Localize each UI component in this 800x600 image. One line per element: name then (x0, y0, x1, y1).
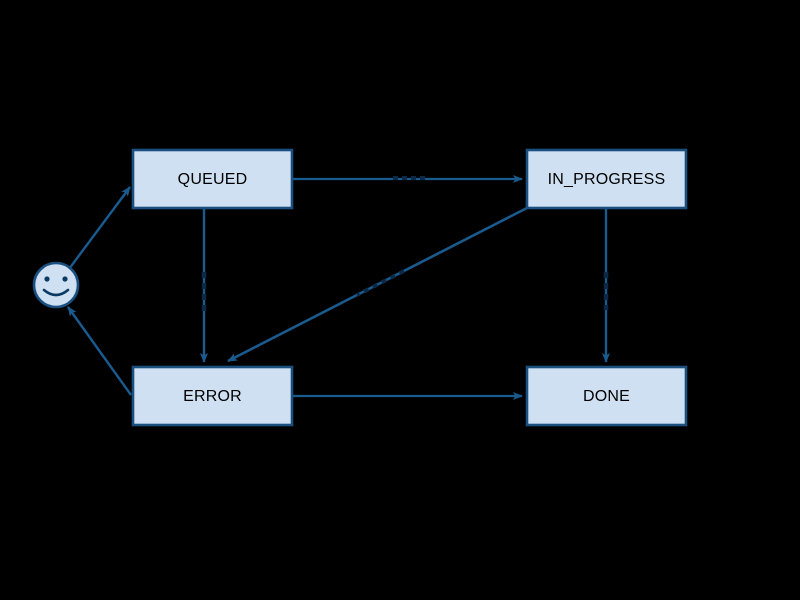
error-box (131, 365, 294, 427)
state-node-error[interactable]: ERROR (131, 365, 294, 427)
edge-queued-to-in-progress (292, 175, 523, 183)
state-node-done[interactable]: DONE (525, 365, 688, 427)
done-label: DONE (583, 388, 630, 405)
state-node-queued[interactable]: QUEUED (131, 148, 294, 210)
queued-label: QUEUED (178, 171, 248, 188)
edge-start-to-queued (68, 186, 131, 270)
in-progress-label: IN_PROGRESS (548, 171, 666, 188)
edge-layer (67, 175, 610, 400)
edge-error-to-start (67, 306, 132, 396)
in-progress-box (525, 148, 688, 210)
state-node-in-progress[interactable]: IN_PROGRESS (525, 148, 688, 210)
smiley-mouth (42, 288, 70, 297)
smiley-eye-left (44, 276, 50, 282)
start-smiley-node[interactable] (32, 261, 80, 309)
edge-in-progress-to-error (227, 206, 528, 363)
smiley-eye-right (62, 276, 68, 282)
error-label: ERROR (183, 388, 242, 405)
smiley-circle (32, 261, 80, 309)
done-box (525, 365, 688, 427)
queued-box (131, 148, 294, 210)
